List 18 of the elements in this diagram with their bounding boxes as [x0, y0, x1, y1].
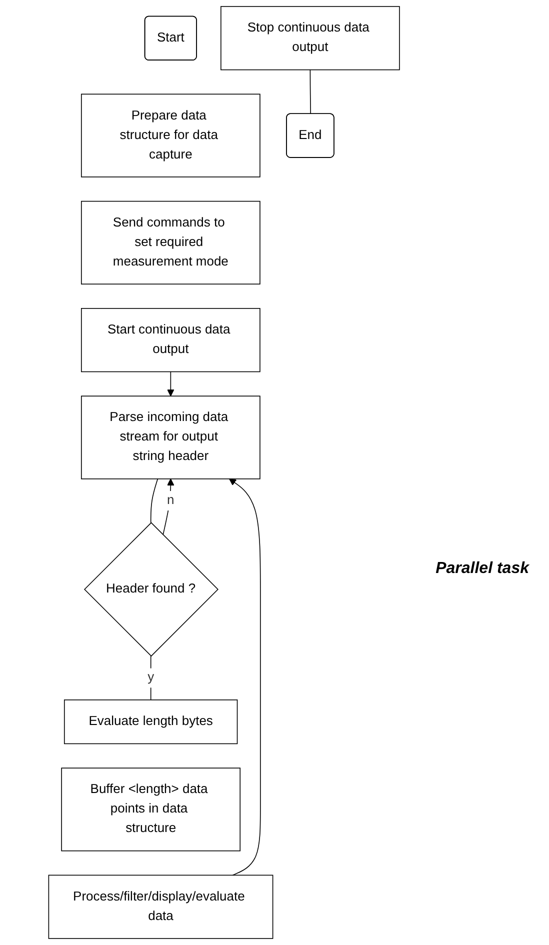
connector [310, 69, 311, 114]
node-box: Buffer <length> data points in data structure [61, 768, 240, 852]
edge-label: y [148, 670, 154, 684]
node-box: Send commands to set required measurement mode [81, 200, 260, 284]
arrow [229, 478, 261, 876]
edge-label: n [167, 493, 174, 508]
arrow [162, 478, 174, 536]
node-box: Process/filter/display/evaluate data [48, 874, 274, 939]
note-text: Parallel task [436, 560, 529, 578]
connector [150, 656, 152, 700]
node-box: Start continuous data output [81, 308, 260, 372]
node-diamond: Header found ? [84, 522, 218, 657]
arrow [167, 371, 174, 396]
node-box: Evaluate length bytes [64, 699, 238, 744]
node-box: Stop continuous data output [220, 6, 400, 70]
connector [150, 478, 158, 524]
node-box: Prepare data structure for data capture [81, 94, 260, 178]
node-box: Parse incoming data stream for output string header [81, 396, 260, 480]
